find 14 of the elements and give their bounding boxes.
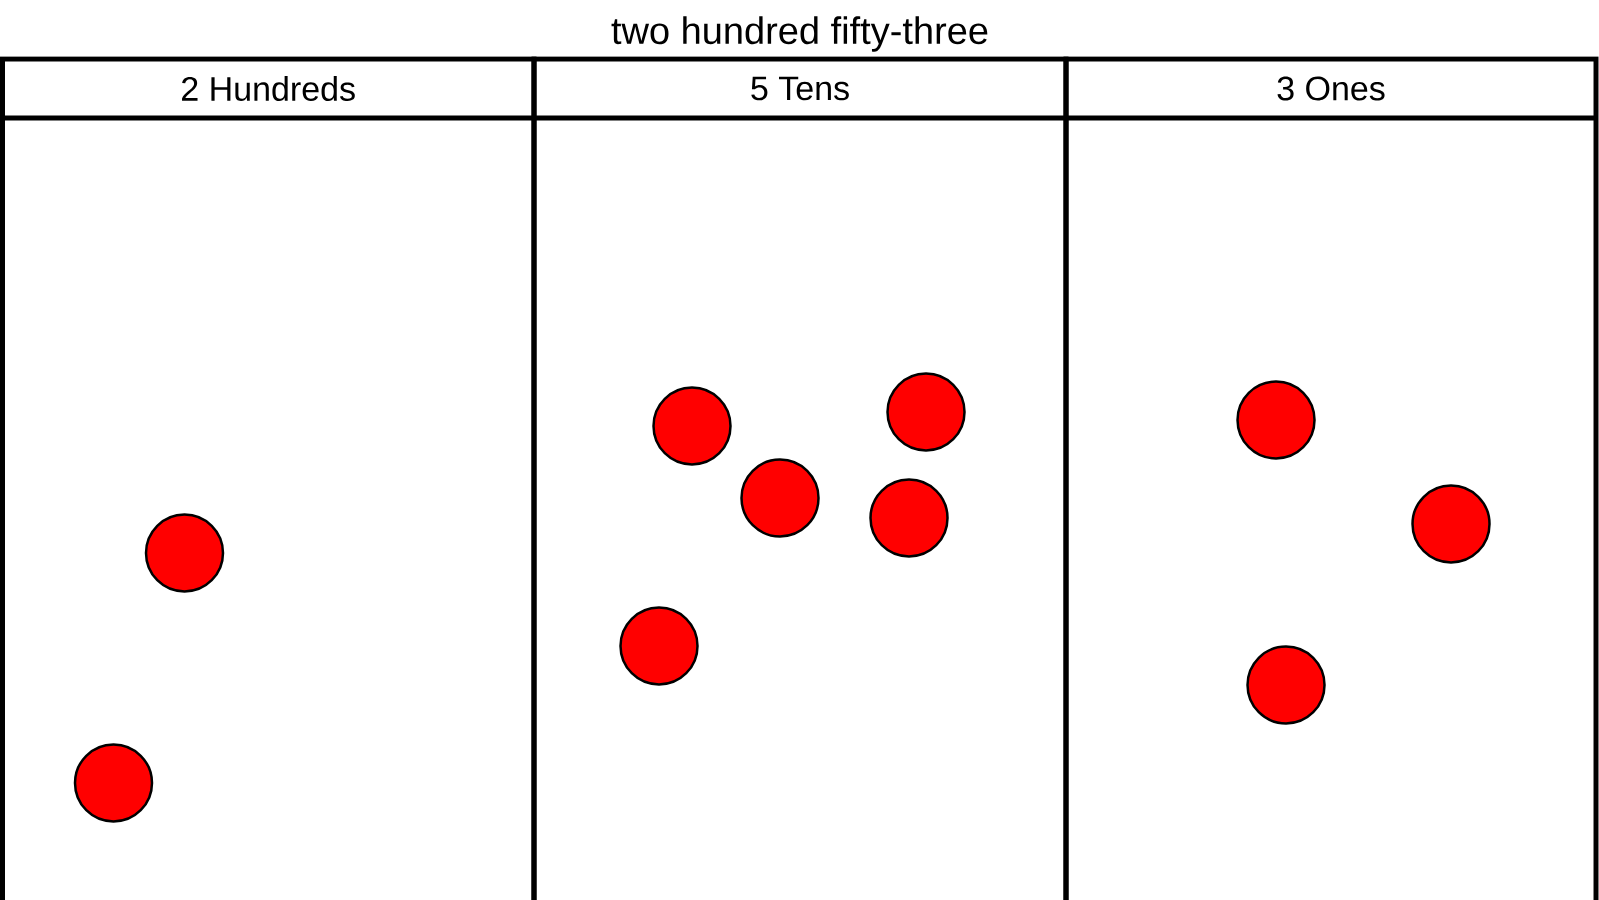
counter-dot [1246,645,1326,725]
counter-dot [1236,380,1316,460]
counter-dot [652,386,732,466]
counter-dot [740,458,820,538]
title: two hundred fifty-three [611,16,988,52]
counter-dot [1411,484,1491,564]
place-value-column: 5 Tens [531,56,1069,900]
counter-dot [144,513,225,593]
place-value-column: 2 Hundreds [0,56,537,900]
place-value-column: 3 Ones [1063,56,1599,900]
counter-dot [619,606,699,686]
counter-dot [869,478,949,558]
counter-dot [73,743,154,823]
counter-dot [886,372,966,452]
